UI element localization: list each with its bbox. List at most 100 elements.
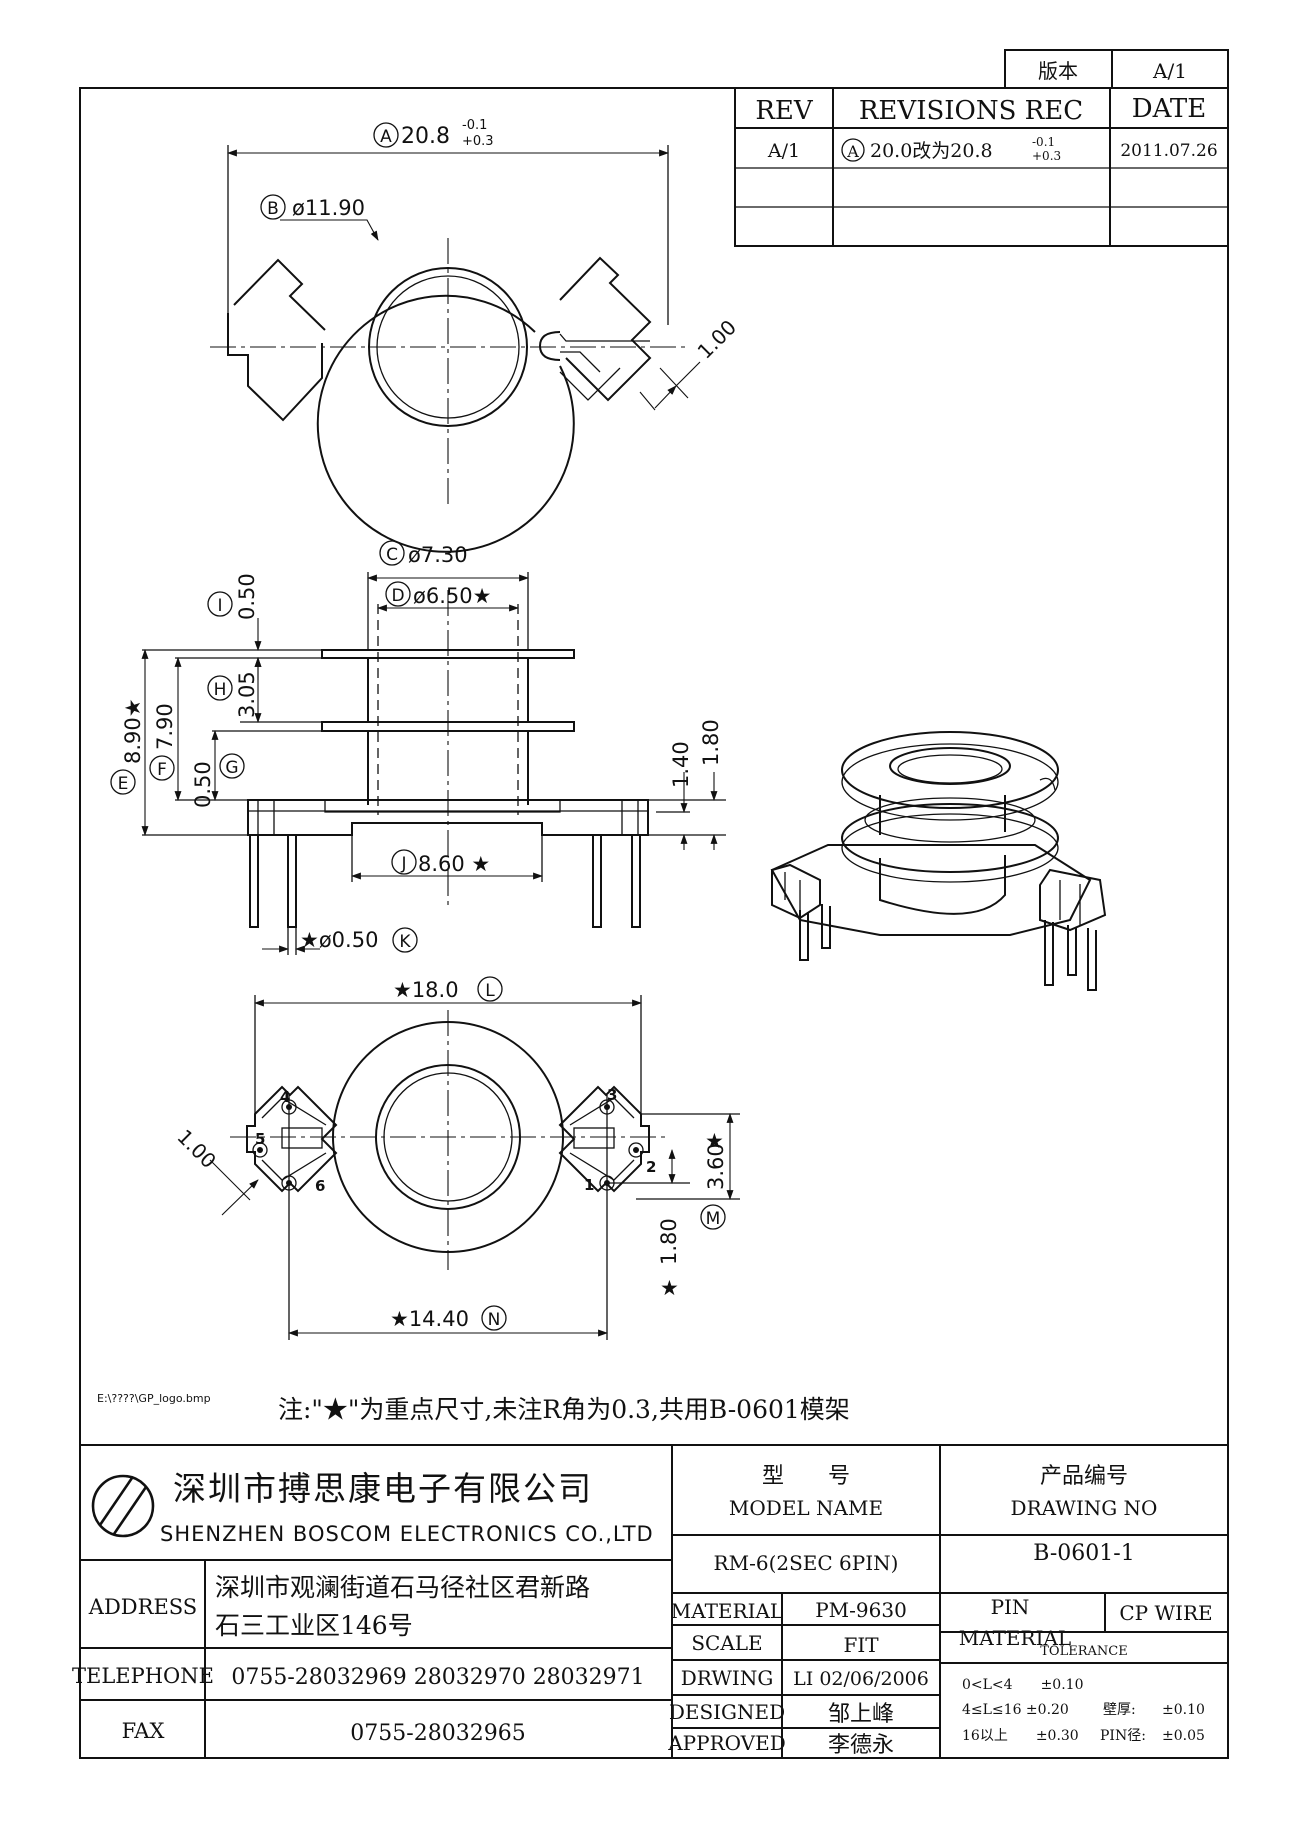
- date-header: DATE: [1132, 94, 1207, 124]
- dim-r180-value: 1.80: [699, 719, 723, 766]
- drwing-label: DRWING: [681, 1666, 774, 1690]
- address-line-1: 深圳市观澜街道石马径社区君新路: [215, 1573, 590, 1602]
- address-label: ADDRESS: [88, 1595, 197, 1619]
- rev-row-marker: A: [846, 142, 859, 161]
- dim-e-value: 8.90★: [121, 698, 145, 764]
- logo-file-path: E:\????\GP_logo.bmp: [97, 1392, 211, 1405]
- dim-m-marker: [700, 1204, 726, 1230]
- svg-text:C: C: [386, 545, 398, 565]
- scale-value: FIT: [843, 1633, 879, 1657]
- revisions-table: REV REVISIONS REC DATE A/1 A 20.0改为20.8 …: [734, 87, 1229, 247]
- pin-material-value: CP WIRE: [1119, 1601, 1212, 1625]
- svg-text:A: A: [380, 127, 392, 147]
- pin-label-4: 4: [280, 1088, 290, 1106]
- dim-n-marker: [481, 1305, 507, 1331]
- material-label: MATERIAL: [671, 1599, 783, 1623]
- dim-a-marker: [373, 122, 399, 148]
- pin-label-2: 2: [646, 1158, 656, 1176]
- model-label-cn: 型 号: [762, 1464, 850, 1489]
- drawing-label-cn: 产品编号: [1040, 1464, 1128, 1489]
- fax-value: 0755-28032965: [350, 1721, 525, 1746]
- dim-h-value: 3.05: [235, 671, 259, 718]
- svg-text:+0.3: +0.3: [462, 134, 494, 149]
- rev-row-tol-lower: +0.3: [1032, 149, 1061, 163]
- title-block: 深圳市搏思康电子有限公司 SHENZHEN BOSCOM ELECTRONICS…: [72, 1445, 1228, 1758]
- dim-f-value: 7.90: [153, 703, 177, 750]
- dim-n-value: ★14.40: [390, 1307, 469, 1331]
- pin-label-5: 5: [255, 1130, 265, 1148]
- drawing-note: 注:"★"为重点尺寸,未注R角为0.3,共用B-0601模架: [278, 1395, 850, 1424]
- scale-label: SCALE: [691, 1631, 762, 1655]
- pin-label-6: 6: [315, 1177, 325, 1195]
- model-value: RM-6(2SEC 6PIN): [714, 1551, 899, 1575]
- rev-row-rev: A/1: [767, 140, 800, 162]
- side-view: C ø7.30 D ø6.50★ I 0.50 H 3.05 G 0.50 F …: [110, 540, 726, 955]
- fax-label: FAX: [122, 1719, 165, 1743]
- drawing-label-en: DRAWING NO: [1011, 1496, 1158, 1520]
- dim-i-marker: [207, 591, 233, 617]
- designed-value: 邹上峰: [828, 1702, 894, 1727]
- designed-label: DESIGNED: [669, 1700, 785, 1724]
- dim-l-marker: [477, 976, 503, 1002]
- telephone-label: TELEPHONE: [72, 1664, 214, 1688]
- bottom-view: 1 2 3 4 5 6 ★18.0 L ★14.40 N 3.60 ★ M 1.…: [172, 976, 740, 1340]
- pin-label: PIN: [991, 1595, 1030, 1619]
- version-label: 版本: [1038, 59, 1078, 83]
- dim-k-marker: [392, 927, 418, 953]
- dim-m-star: ★: [705, 1129, 724, 1153]
- dim-b180-star: ★: [660, 1276, 679, 1300]
- telephone-value: 0755-28032969 28032970 28032971: [231, 1665, 644, 1690]
- tolerance-row-1: 0<L<4 ±0.10: [962, 1677, 1083, 1693]
- dim-m-value: 3.60: [704, 1143, 728, 1190]
- rev-row-tol-upper: -0.1: [1032, 135, 1055, 149]
- dim-i-value: 0.50: [235, 573, 259, 620]
- dim-e-marker: [110, 769, 136, 795]
- material-value: PM-9630: [815, 1598, 907, 1622]
- dim-r140-value: 1.40: [669, 741, 693, 788]
- svg-text:L: L: [485, 981, 495, 1001]
- pin-diameter-label: PIN径:: [1100, 1728, 1146, 1744]
- dim-f-marker: [149, 755, 175, 781]
- pin-diameter-value: ±0.05: [1162, 1728, 1205, 1744]
- svg-text:B: B: [267, 199, 279, 219]
- dim-slot-value: 1.00: [693, 315, 741, 363]
- dim-d-marker: [385, 581, 411, 607]
- version-value: A/1: [1152, 59, 1187, 83]
- rev-row-date: 2011.07.26: [1120, 141, 1217, 161]
- svg-text:E: E: [118, 774, 129, 794]
- svg-text:J: J: [400, 854, 406, 874]
- rev-header: REV: [755, 96, 814, 126]
- dim-k-value: ★ø0.50: [300, 928, 378, 952]
- dim-b-value: ø11.90: [292, 196, 365, 220]
- svg-text:N: N: [488, 1310, 501, 1330]
- svg-text:G: G: [225, 758, 238, 778]
- drwing-value: LI 02/06/2006: [793, 1668, 929, 1690]
- dim-g-value: 0.50: [191, 761, 215, 808]
- approved-label: APPROVED: [667, 1731, 786, 1755]
- model-label-en: MODEL NAME: [729, 1496, 883, 1520]
- tolerance-row-3: 16以上 ±0.30: [962, 1728, 1079, 1744]
- dim-l-value: ★18.0: [393, 978, 459, 1002]
- svg-text:F: F: [157, 760, 167, 780]
- isometric-view: [770, 731, 1107, 991]
- svg-text:H: H: [214, 680, 227, 700]
- revisions-rec-header: REVISIONS REC: [859, 96, 1083, 126]
- wall-thickness-value: ±0.10: [1162, 1702, 1205, 1718]
- dim-g-marker: [219, 753, 245, 779]
- dim-h-marker: [207, 675, 233, 701]
- svg-text:M: M: [706, 1209, 721, 1229]
- approved-value: 李德永: [828, 1733, 894, 1758]
- dim-c-value: ø7.30: [408, 543, 468, 567]
- svg-text:D: D: [391, 586, 404, 606]
- dim-a-value: 20.8: [401, 124, 450, 149]
- company-name-cn: 深圳市搏思康电子有限公司: [173, 1469, 593, 1508]
- svg-text:K: K: [399, 932, 411, 952]
- dim-b100-value: 1.00: [172, 1125, 220, 1173]
- drawing-value: B-0601-1: [1033, 1541, 1134, 1566]
- svg-text:I: I: [217, 596, 222, 616]
- company-logo: [91, 1474, 155, 1538]
- drawing-border: [79, 87, 1229, 1759]
- address-line-2: 石三工业区146号: [215, 1611, 413, 1640]
- top-view: A 20.8 -0.1 +0.3 B ø11.90 1.00: [210, 118, 741, 553]
